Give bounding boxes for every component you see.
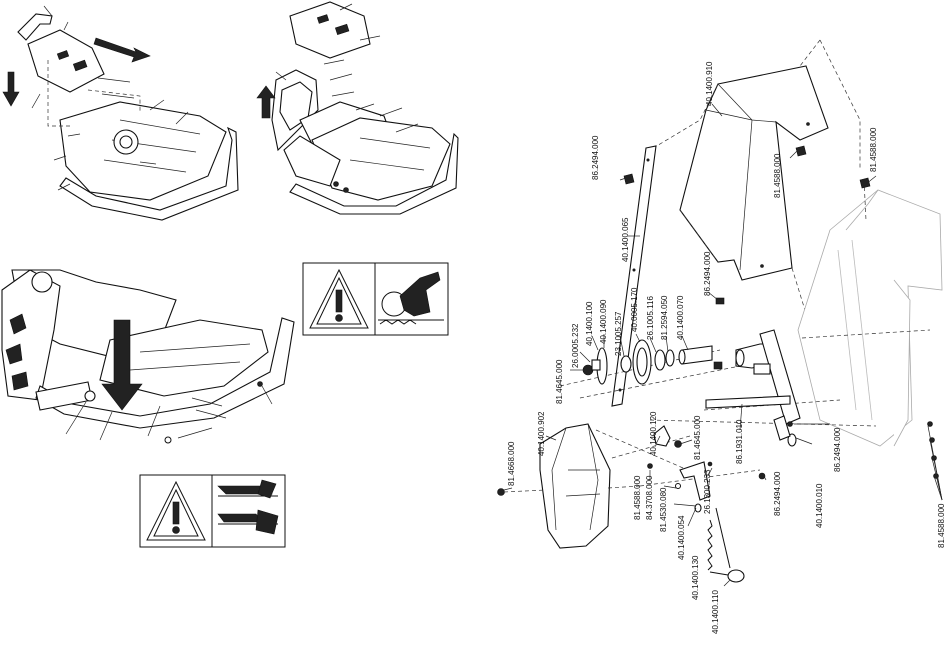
part-label: 86.2494.000 [833,427,842,472]
part-label: 40.1400.902 [537,411,546,456]
part-label: 86.2494.000 [773,471,782,516]
part-label: 86.2494.000 [591,135,600,180]
warning-triangle-icon [146,480,206,541]
part-label: 40.1400.100 [585,301,594,346]
part-label: 40.1400.090 [599,299,608,344]
part-label: 81.4645.000 [693,415,702,460]
part-label: 40.1400.070 [676,295,685,340]
part-label: 26.1300.233 [703,469,712,514]
part-label: 81.4530.080 [659,487,668,532]
part-label: 84.3708.000 [645,475,654,520]
part-label: 81.2594.050 [660,295,669,340]
hand-cut-hazard-icon [378,271,444,325]
part-label: 81.4588.000 [633,475,642,520]
illustration-remove-guard [2,5,239,221]
part-label: 23.1005.257 [614,311,623,356]
warning-box-foot-crush [139,474,286,548]
part-label: 40.0005.170 [630,287,639,332]
warning-triangle-icon [309,268,369,329]
foot-crush-hazard-icon [217,479,279,535]
warning-box-rotating-blade [302,262,449,336]
part-label: 40.1400.120 [649,411,658,456]
part-label: 81.4645.000 [555,359,564,404]
part-label: 81.4588.000 [937,503,946,548]
illustration-lift-guard [256,1,459,215]
part-label: 40.1400.065 [621,217,630,262]
part-label: 40.1400.910 [705,61,714,106]
part-label: 26.1005.116 [646,296,655,340]
part-label: 40.1400.010 [815,483,824,528]
part-label: 40.1400.130 [691,555,700,600]
part-label: 40.1400.110 [711,590,720,634]
part-label: 81.4668.000 [507,441,516,486]
exploded-parts-diagram [497,39,943,587]
part-label: 81.4588.000 [869,127,878,172]
illustration-deck-press [1,269,295,444]
part-label: 86.2494.000 [703,251,712,296]
part-label: 81.4588.000 [773,153,782,198]
part-label: 26.0005.232 [571,323,580,368]
part-label: 86.1931.010 [735,419,744,464]
part-labels: 40.1400.910 81.4588.000 81.4588.000 86.2… [507,61,946,634]
part-label: 40.1400.054 [677,515,686,560]
